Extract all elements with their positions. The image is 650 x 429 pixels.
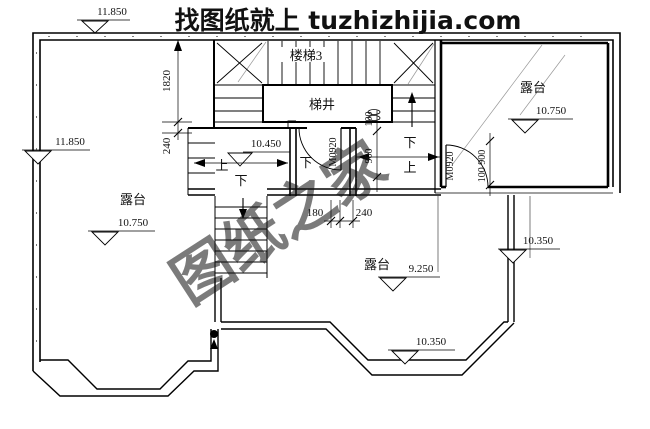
- svg-text:11.850: 11.850: [55, 136, 85, 148]
- door-right: [445, 144, 489, 188]
- level-marker-left: 11.850: [22, 136, 90, 165]
- small-arrow: [210, 339, 218, 349]
- side-treads: [215, 97, 435, 123]
- level-landing-value: 10.450: [251, 138, 282, 150]
- level-marker-bottom-bay: 10.350: [388, 336, 455, 365]
- level-marker-terrace-right: 10.750: [508, 105, 573, 134]
- dim-180-label: 180: [307, 207, 324, 219]
- dim-100-label: 100: [364, 112, 375, 127]
- svg-text:10.750: 10.750: [118, 217, 149, 229]
- dim-100-900-right: [485, 133, 495, 196]
- level-marker-top: 11.850: [77, 6, 130, 34]
- stairs-label-bg: [281, 47, 331, 62]
- svg-text:10.350: 10.350: [523, 235, 554, 247]
- middle-band-walls: [187, 120, 441, 196]
- mid-bay-inner: [221, 321, 508, 361]
- wall-centerlines: [36, 36, 608, 356]
- leader-verticals: [437, 196, 531, 272]
- drain-icon: [367, 109, 381, 115]
- column-dot: [210, 330, 218, 338]
- svg-text:10.750: 10.750: [536, 105, 567, 117]
- landing-dim-line: [194, 159, 288, 167]
- landing-up-label: 上: [215, 158, 228, 173]
- door-left: [298, 127, 342, 171]
- outer-walls: [32, 32, 621, 371]
- dim-240-mid-label: 240: [356, 207, 373, 219]
- level-marker-landing: 10.450: [226, 138, 290, 167]
- level-marker-terrace-left: 10.750: [88, 217, 155, 246]
- stairwell-label: 梯井: [309, 97, 335, 112]
- stair-block: [213, 40, 435, 128]
- level-marker-terrace-mid: 9.250: [378, 263, 440, 292]
- dim-100-900-label: 100 900: [477, 150, 488, 183]
- dim-100-900-left: [372, 110, 382, 192]
- stairs-label: 楼梯3: [290, 48, 323, 63]
- landing-down-label: 下: [234, 173, 247, 188]
- door-right-label: M0920: [445, 152, 456, 181]
- stair-down-arrowhead: [239, 209, 247, 219]
- svg-text:9.250: 9.250: [409, 263, 434, 275]
- terrace-right-label: 露台: [520, 80, 546, 95]
- winder-lines: [216, 42, 434, 84]
- terrace-mid-label: 露台: [364, 257, 390, 272]
- dim-180-240: [324, 200, 360, 228]
- dim-1820-label: 1820: [161, 70, 173, 93]
- terrace-left-label: 露台: [120, 192, 146, 207]
- site-watermark-banner: 找图纸就上 tuzhizhijia.com: [175, 6, 522, 35]
- stamp-watermark: 图纸之家: [159, 129, 398, 318]
- lower-flight: [214, 196, 268, 322]
- dim-900-label: 900: [364, 149, 375, 164]
- cell-down-label: 下: [403, 135, 416, 150]
- dim-240-label: 240: [161, 137, 173, 154]
- cell-up-label: 上: [403, 160, 416, 175]
- right-terrace-walls: [434, 40, 613, 194]
- cell-dim-line: [356, 153, 441, 161]
- svg-text:10.350: 10.350: [416, 336, 447, 348]
- door-left-label: M0920: [328, 138, 339, 167]
- drain-icon: [367, 115, 381, 121]
- left-bay-outer: [32, 329, 219, 397]
- corridor-down-label: 下: [299, 155, 312, 170]
- left-bay-inner: [40, 329, 212, 390]
- stair-up-arrowhead: [408, 92, 416, 103]
- mid-bay-outer: [221, 322, 515, 376]
- svg-text:11.850: 11.850: [97, 6, 127, 18]
- level-marker-right-wall: 10.350: [498, 235, 560, 264]
- dim-1820-240: [162, 40, 192, 140]
